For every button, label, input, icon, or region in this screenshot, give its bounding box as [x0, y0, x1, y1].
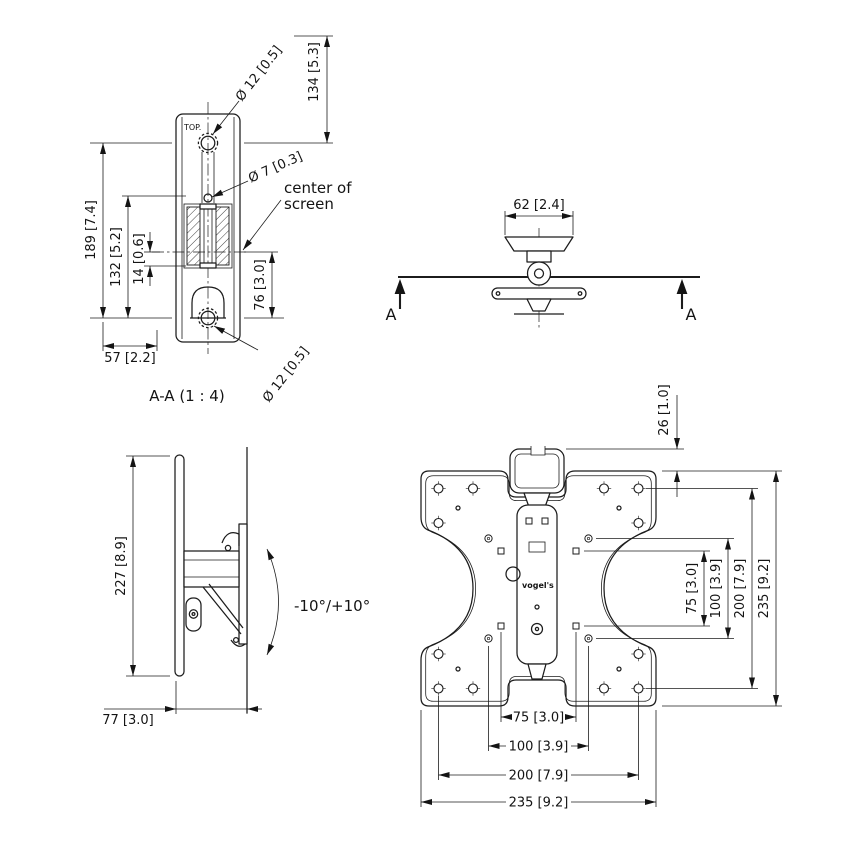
dim-77: 77 [3.0] — [102, 681, 262, 728]
vesa-holes — [430, 480, 647, 697]
vesa-hole-100 — [484, 534, 493, 543]
gear-hole-bottom — [197, 307, 219, 329]
section-view-label: A-A (1 : 4) — [149, 387, 224, 405]
dim-14: 14 [0.6] — [132, 232, 186, 286]
dim-h200-label: 200 [7.9] — [509, 769, 569, 784]
callout-center-of-screen: center of screen — [242, 179, 352, 251]
section-view: TOP. — [84, 35, 352, 405]
strip-hole — [541, 517, 549, 525]
brand-logo: vogel's — [505, 566, 554, 590]
section-cut-area — [183, 203, 233, 269]
section-arrow-right — [676, 279, 688, 294]
dim-77-label: 77 [3.0] — [102, 713, 154, 728]
center-strip — [516, 504, 558, 680]
vesa-hole-75 — [497, 622, 505, 630]
section-arrow-left — [394, 279, 406, 294]
arch-cutout — [191, 286, 225, 318]
dim-v75-label: 75 [3.0] — [685, 563, 700, 615]
bottom-hook — [230, 639, 246, 647]
strip-hole — [525, 517, 533, 525]
wall-bracket-edge — [238, 523, 248, 645]
hatched-section-right — [215, 206, 230, 266]
mount-arm-side — [183, 523, 248, 647]
dim-57: 57 [2.2] — [102, 322, 158, 366]
arm-block — [183, 550, 240, 588]
small-hole — [203, 193, 213, 203]
dim-227: 227 [8.9] — [114, 455, 170, 677]
bottom-dimensions: 75 [3.0] 100 [3.9] 200 [7.9] 235 [9.2] — [420, 632, 657, 811]
dim-132: 132 [5.2] — [109, 195, 186, 318]
section-letter-right: A — [686, 305, 697, 324]
center-note-line1: center of — [284, 179, 352, 197]
dim-189-label: 189 [7.4] — [84, 200, 99, 260]
top-hook — [221, 532, 240, 546]
top-view: 62 [2.4] A A — [386, 198, 700, 328]
brand-label: vogel's — [522, 581, 554, 590]
dim-v235-label: 235 [9.2] — [757, 559, 772, 619]
wall-plate-top — [504, 236, 574, 252]
dim-134: 134 [5.3] — [244, 35, 333, 144]
section-marker-left: A — [386, 279, 406, 324]
dim-62-label: 62 [2.4] — [513, 198, 565, 213]
vesa-hole-75 — [572, 547, 580, 555]
section-letter-left: A — [386, 305, 397, 324]
bracket-top-label: TOP. — [183, 123, 201, 132]
mount-head — [491, 236, 587, 315]
dim-134-label: 134 [5.3] — [307, 42, 322, 102]
tilt-arc-arrow — [266, 548, 279, 656]
dim-h75-label: 75 [3.0] — [513, 711, 565, 726]
hatched-section-left — [186, 206, 201, 266]
wall-strip-bracket: TOP. — [152, 102, 248, 354]
tilt-range-label: -10°/+10° — [294, 597, 370, 615]
dia-top-label: Ø 12 [0.5] — [233, 43, 285, 104]
front-view: vogel's — [420, 384, 782, 811]
screen-plate-edge — [174, 454, 185, 677]
section-marker-right: A — [676, 279, 697, 324]
dia-bottom-label: Ø 12 [0.5] — [260, 344, 312, 405]
tilt-bar — [491, 287, 587, 300]
dim-76-label: 76 [3.0] — [253, 259, 268, 311]
dim-132-label: 132 [5.2] — [109, 227, 124, 287]
dim-v100-label: 100 [3.9] — [709, 559, 724, 619]
side-view: 227 [8.9] 77 [3.0] -10°/+10° — [102, 447, 370, 728]
vesa-hole-100 — [584, 634, 593, 643]
dim-h235-label: 235 [9.2] — [509, 796, 569, 811]
pivot-knob — [185, 597, 202, 632]
dim-14-label: 14 [0.6] — [132, 233, 147, 285]
right-dimensions: 75 [3.0] 100 [3.9] 200 [7.9] 235 [9.2] — [584, 470, 782, 707]
vesa-hole-100 — [484, 634, 493, 643]
strip-round-hole — [530, 622, 544, 636]
dim-26-label: 26 [1.0] — [657, 384, 672, 436]
dim-57-label: 57 [2.2] — [104, 351, 156, 366]
vesa-hole-75 — [572, 622, 580, 630]
dim-189: 189 [7.4] — [84, 142, 172, 319]
dim-26: 26 [1.0] — [566, 384, 684, 497]
logo-swirl-icon — [505, 566, 521, 582]
callout-dia-top: Ø 12 [0.5] — [212, 43, 285, 135]
dim-62: 62 [2.4] — [504, 198, 574, 235]
center-note-line2: screen — [284, 195, 334, 213]
dim-v200-label: 200 [7.9] — [733, 559, 748, 619]
dim-227-label: 227 [8.9] — [114, 536, 129, 596]
gear-hole-top — [197, 132, 219, 154]
vesa-hole-75 — [497, 547, 505, 555]
ball-joint — [526, 261, 552, 286]
tilt-annotation: -10°/+10° — [266, 548, 370, 656]
dim-h100-label: 100 [3.9] — [509, 740, 569, 755]
hanging-tab — [509, 446, 565, 508]
vesa-plate-inner-contour — [425, 475, 652, 702]
vesa-hole-100 — [584, 534, 593, 543]
dim-76: 76 [3.0] — [244, 251, 284, 319]
